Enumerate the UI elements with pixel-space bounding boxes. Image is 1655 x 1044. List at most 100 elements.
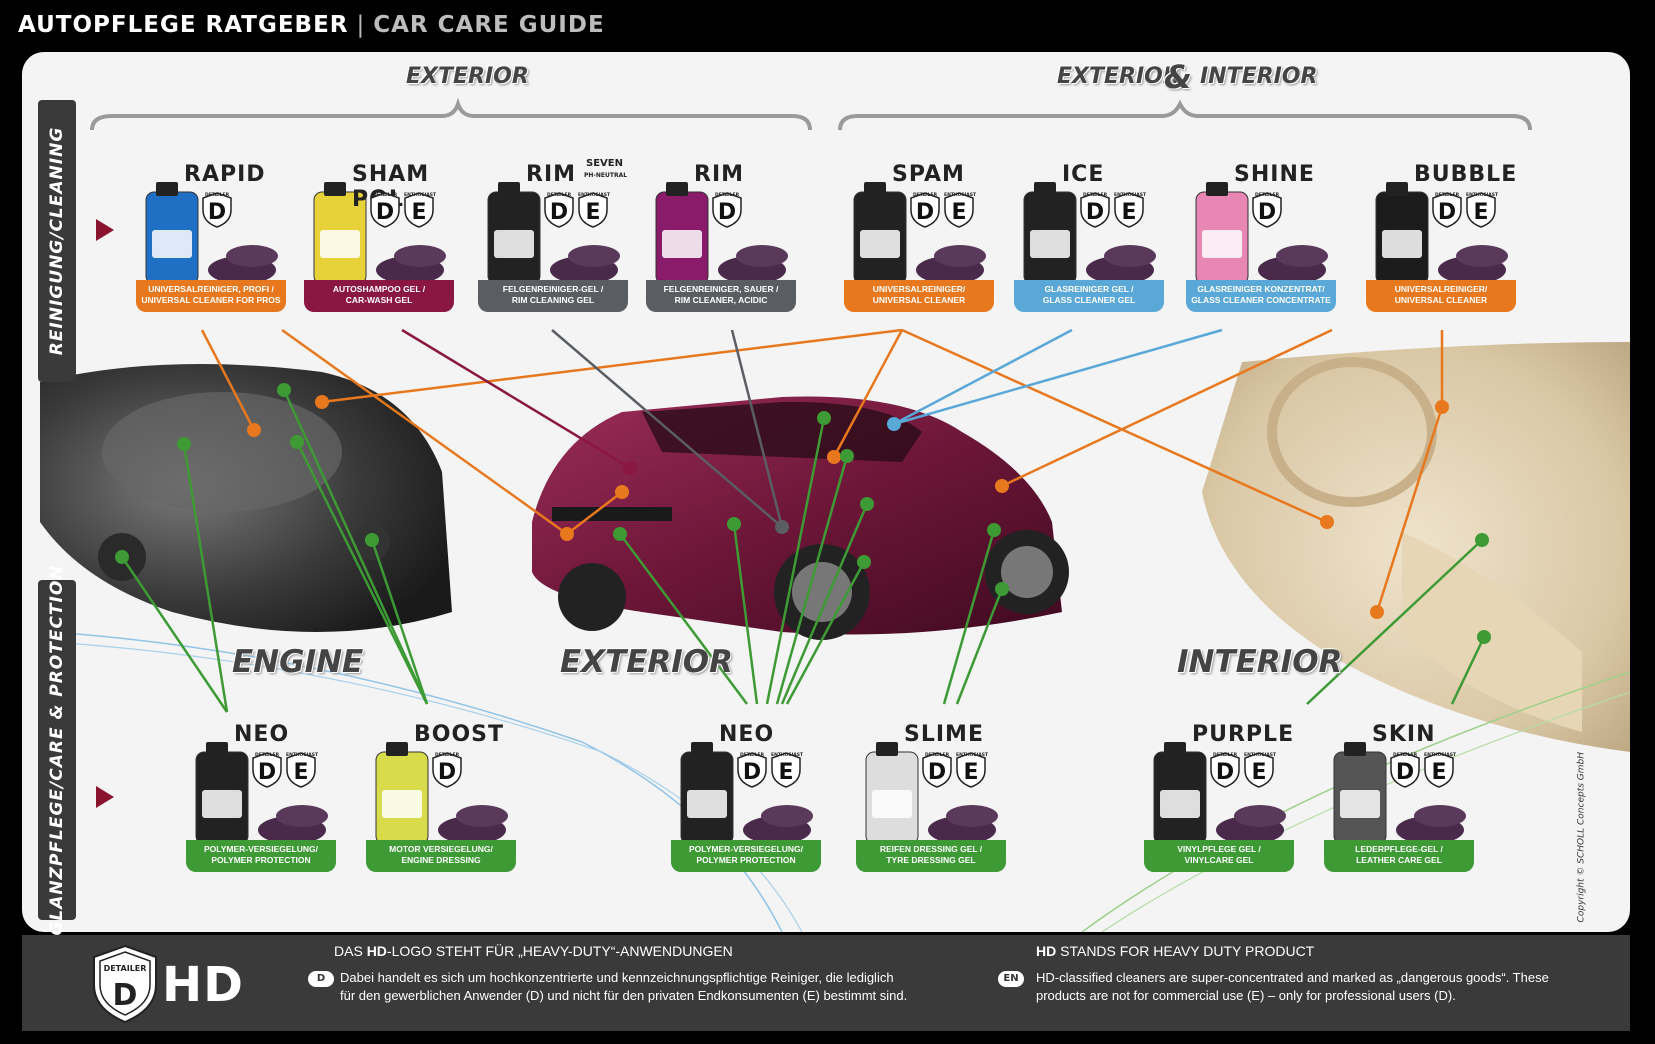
section-exterior-interior-left: EXTERIOR (1057, 64, 1180, 89)
product-name: BOOST (414, 722, 505, 747)
side-band-care: GLANZPFLEGE/CARE & PROTECTION (38, 564, 76, 936)
badge-letter: D (927, 760, 947, 785)
product-bottle-image (853, 182, 986, 285)
product-name: SLIME (904, 722, 984, 747)
badge-letter: D (1395, 760, 1415, 785)
product-label-de: MOTOR VERSIEGELUNG/ (389, 844, 493, 854)
product-label-en: ENGINE DRESSING (401, 855, 481, 865)
badge-label: ENTHUSIAST (956, 753, 989, 758)
product-label-band: LEDERPFLEGE-GEL /LEATHER CARE GEL (1324, 840, 1474, 872)
de-body-line2: für den gewerblichen Anwender (D) und ni… (340, 988, 908, 1003)
logo-letter: D (113, 978, 138, 1013)
hd-logo-text: HD (162, 957, 245, 1013)
product-label-en: UNIVERSAL CLEANER (1394, 295, 1488, 305)
product-label-band: VINYLPFLEGE GEL /VINYLCARE GEL (1144, 840, 1294, 872)
badge-label: ENTHUSIAST (771, 753, 804, 758)
side-label-care: GLANZPFLEGE/CARE & PROTECTION (47, 564, 67, 936)
badge-label: ENTHUSIAST (578, 193, 611, 198)
detailer-badge-icon: DETAILER D (432, 752, 462, 788)
logo-detailer-label: DETAILER (104, 964, 147, 973)
badge-letter: D (1437, 200, 1457, 225)
scene-background (40, 97, 1630, 932)
badge-label: DETAILER (1392, 753, 1418, 758)
enthusiast-badge-icon: ENTHUSIAST E (1244, 752, 1277, 788)
badge-label: ENTHUSIAST (944, 193, 977, 198)
badge-letter: E (411, 200, 427, 225)
badge-letter: D (437, 760, 457, 785)
badge-letter: D (742, 760, 762, 785)
section-exterior-top: EXTERIOR (406, 64, 529, 89)
badge-letter: D (1085, 200, 1105, 225)
de-heading-bold: HD (366, 943, 387, 959)
header-subtitle: CAR CARE GUIDE (373, 12, 605, 38)
product-label-de: GLASREINIGER KONZENTRAT/ (1197, 284, 1325, 294)
product-label-en: GLASS CLEANER GEL (1042, 295, 1136, 305)
side-band-cleaning: REINIGUNG/CLEANING (38, 100, 76, 382)
product-bottle-image (1333, 742, 1466, 845)
section-exterior-interior-right: INTERIOR (1200, 64, 1318, 89)
product-label-en: POLYMER PROTECTION (211, 855, 311, 865)
car-image (532, 396, 1069, 640)
lang-pill-en: EN (998, 971, 1024, 987)
header-title: AUTOPFLEGE RATGEBER (18, 12, 349, 38)
product-name: ICE (1062, 162, 1105, 187)
en-body-line1: HD-classified cleaners are super-concent… (1036, 970, 1549, 985)
badge-letter: D (1257, 200, 1277, 225)
product-name: RIM (694, 162, 745, 187)
badge-label: DETAILER (739, 753, 765, 758)
de-body: Dabei handelt es sich um hochkonzentrier… (340, 969, 907, 1005)
badge-label: DETAILER (434, 753, 460, 758)
arrow-cleaning-icon (96, 219, 114, 241)
care-product-card: SKIN DETAILER D ENTHUSIAST E LEDERPFLEGE-GEL … (1320, 712, 1478, 872)
badge-letter: D (207, 200, 227, 225)
product-label-de: UNIVERSALREINIGER/ (1394, 284, 1488, 294)
product-bottle-image (1023, 182, 1156, 285)
detailer-badge-icon: DETAILER D (1390, 752, 1420, 788)
product-name: SKIN (1372, 722, 1436, 747)
de-body-line1: Dabei handelt es sich um hochkonzentrier… (340, 970, 894, 985)
product-label-de: FELGENREINIGER-GEL / (502, 284, 604, 294)
guide-panel: EXTERIOR EXTERIOR & INTERIOR ENGINE EXTE… (22, 52, 1630, 932)
product-label-en: CAR-WASH GEL (345, 295, 413, 305)
exterior-brace (90, 97, 812, 131)
product-label-de: FELGENREINIGER, SAUER / (663, 284, 779, 294)
product-label-en: RIM CLEANING GEL (511, 295, 595, 305)
product-name: RAPID (184, 162, 266, 187)
badge-label: ENTHUSIAST (1244, 753, 1277, 758)
product-bottle-image (487, 182, 620, 285)
de-heading-pre: DAS (334, 943, 367, 959)
badge-letter: E (1431, 760, 1447, 785)
product-label-de: VINYLPFLEGE GEL / (1177, 844, 1261, 854)
lang-pill-de: D (308, 971, 334, 987)
product-bottle-image (655, 182, 788, 285)
product-bottle-image (1153, 742, 1286, 845)
badge-label: DETAILER (912, 193, 938, 198)
badge-letter: E (1251, 760, 1267, 785)
badge-label: ENTHUSIAST (1424, 753, 1457, 758)
badge-letter: E (293, 760, 309, 785)
exterior-interior-brace (838, 99, 1532, 131)
green-connectors (120, 389, 1486, 713)
cleaning-product-card: SHAM POLDETAILERDENTHUSIASTEAUTOSHAMPOO … (300, 152, 458, 312)
side-label-cleaning: REINIGUNG/CLEANING (47, 126, 67, 356)
en-heading-bold: HD (1036, 943, 1057, 959)
product-label-en: POLYMER PROTECTION (696, 855, 796, 865)
product-bottle-image (865, 742, 998, 845)
de-heading: DAS HD-LOGO STEHT FÜR „HEAVY-DUTY“-ANWEN… (334, 943, 733, 959)
